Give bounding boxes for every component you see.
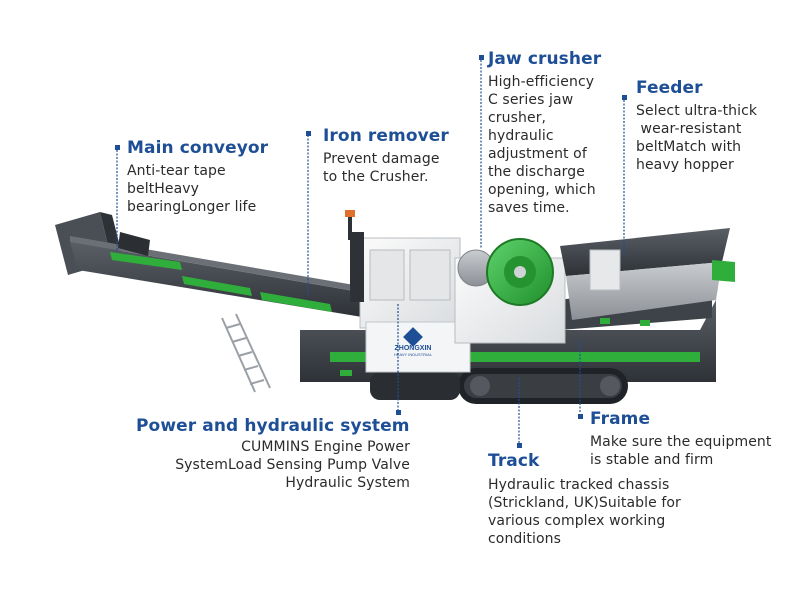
description-line: Anti-tear tape (127, 163, 226, 179)
iron-remover-description: Prevent damage to the Crusher. (323, 150, 440, 186)
power-hydraulic-marker (396, 410, 401, 415)
description-line: bearingLonger life (127, 199, 257, 215)
feeder-title: Feeder (636, 78, 703, 98)
description-line: adjustment of (488, 146, 587, 162)
main-conveyor (55, 212, 368, 318)
description-line: High-efficiency (488, 74, 595, 90)
track-description: Hydraulic tracked chassis (Strickland, U… (488, 476, 681, 548)
feeder-marker (622, 95, 627, 100)
iron-remover-marker (306, 131, 311, 136)
main-conveyor-description: Anti-tear tape beltHeavy bearingLonger l… (127, 162, 256, 216)
description-line: Hydraulic tracked chassis (488, 477, 670, 493)
frame-title: Frame (590, 409, 651, 429)
brand-sub: HEAVY INDUSTRIAL (393, 352, 433, 357)
description-line: C series jaw (488, 92, 574, 108)
jaw-crusher (454, 238, 566, 344)
description-line: hydraulic (488, 128, 554, 144)
brand-badge: ZHONGXIN HEAVY INDUSTRIAL (387, 327, 439, 357)
description-line: Make sure the equipment (590, 434, 772, 450)
description-line: saves time. (488, 200, 570, 216)
description-line: is stable and firm (590, 452, 714, 468)
leader-lines (116, 60, 625, 445)
feeder-description: Select ultra-thick wear-resistant beltMa… (636, 102, 757, 174)
description-line: conditions (488, 531, 562, 547)
main-conveyor-title: Main conveyor (127, 138, 269, 158)
description-line: beltHeavy (127, 181, 200, 197)
description-line: the discharge (488, 164, 585, 180)
frame-description: Make sure the equipment is stable and fi… (590, 433, 772, 469)
power-unit (345, 210, 471, 373)
jaw-crusher-description: High-efficiency C series jaw crusher, hy… (488, 73, 596, 217)
feeder-hopper (560, 228, 735, 320)
description-line: SystemLoad Sensing Pump Valve (175, 457, 410, 473)
power-hydraulic-description: CUMMINS Engine Power SystemLoad Sensing … (110, 438, 410, 492)
description-line: opening, which (488, 182, 596, 198)
description-line: to the Crusher. (323, 169, 429, 185)
description-line: Hydraulic System (285, 475, 410, 491)
brand-logo-icon (403, 327, 423, 347)
description-line: Select ultra-thick (636, 103, 758, 119)
description-line: beltMatch with (636, 139, 742, 155)
brand-name: ZHONGXIN (394, 345, 432, 352)
jaw-crusher-marker (479, 55, 484, 60)
description-line: CUMMINS Engine Power (241, 439, 410, 455)
description-line: wear-resistant (636, 121, 742, 137)
description-line: Prevent damage (323, 151, 440, 167)
jaw-crusher-title: Jaw crusher (488, 49, 602, 69)
power-hydraulic-title: Power and hydraulic system (136, 416, 410, 436)
track-title: Track (488, 451, 540, 471)
description-line: crusher, (488, 110, 547, 126)
track-marker (517, 443, 522, 448)
access-ladder (221, 313, 271, 393)
main-conveyor-marker (115, 145, 120, 150)
description-line: heavy hopper (636, 157, 734, 173)
description-line: (Strickland, UK)Suitable for (488, 495, 681, 511)
frame-marker (578, 414, 583, 419)
frame-accents (340, 318, 650, 376)
crawler-track (370, 368, 628, 404)
iron-remover-title: Iron remover (323, 126, 449, 146)
description-line: various complex working (488, 513, 666, 529)
